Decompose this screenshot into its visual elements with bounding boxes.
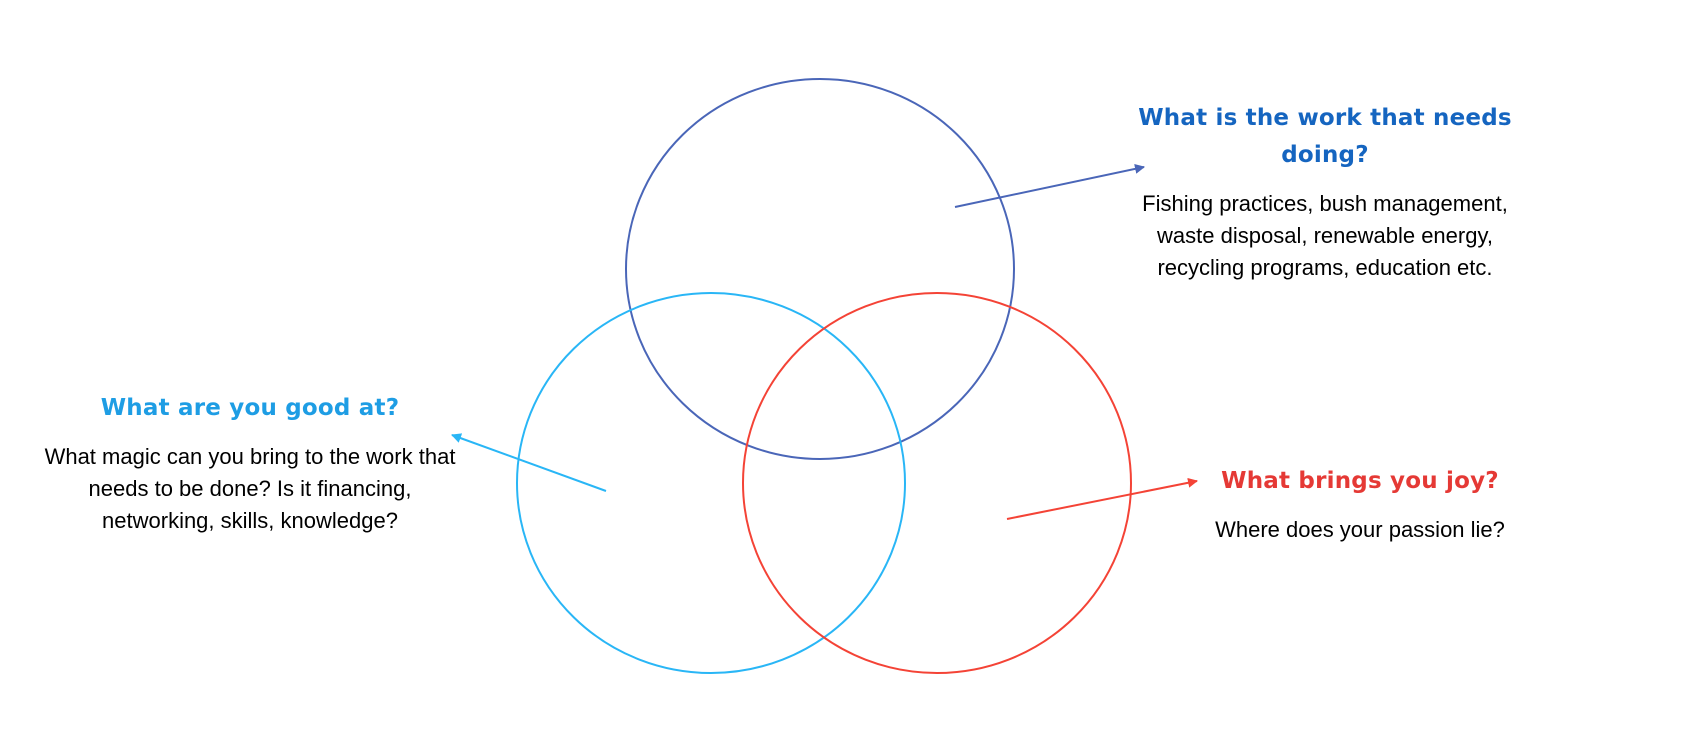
work-circle <box>625 78 1015 460</box>
joy-arrow <box>1006 477 1198 520</box>
work-description: Fishing practices, bush management, wast… <box>1142 191 1508 280</box>
good-at-label-block: What are you good at? What magic can you… <box>40 390 460 537</box>
work-label-block: What is the work that needs doing? Fishi… <box>1125 100 1525 284</box>
joy-description: Where does your passion lie? <box>1215 517 1505 542</box>
good-at-arrow <box>451 433 607 492</box>
joy-circle <box>742 292 1132 674</box>
work-arrow <box>954 163 1145 208</box>
joy-heading: What brings you joy? <box>1221 468 1499 494</box>
good-at-description: What magic can you bring to the work tha… <box>44 444 456 533</box>
good-at-heading: What are you good at? <box>100 395 400 421</box>
joy-label-block: What brings you joy? Where does your pas… <box>1165 463 1555 546</box>
good-at-circle <box>516 292 906 674</box>
work-heading: What is the work that needs doing? <box>1138 105 1512 168</box>
